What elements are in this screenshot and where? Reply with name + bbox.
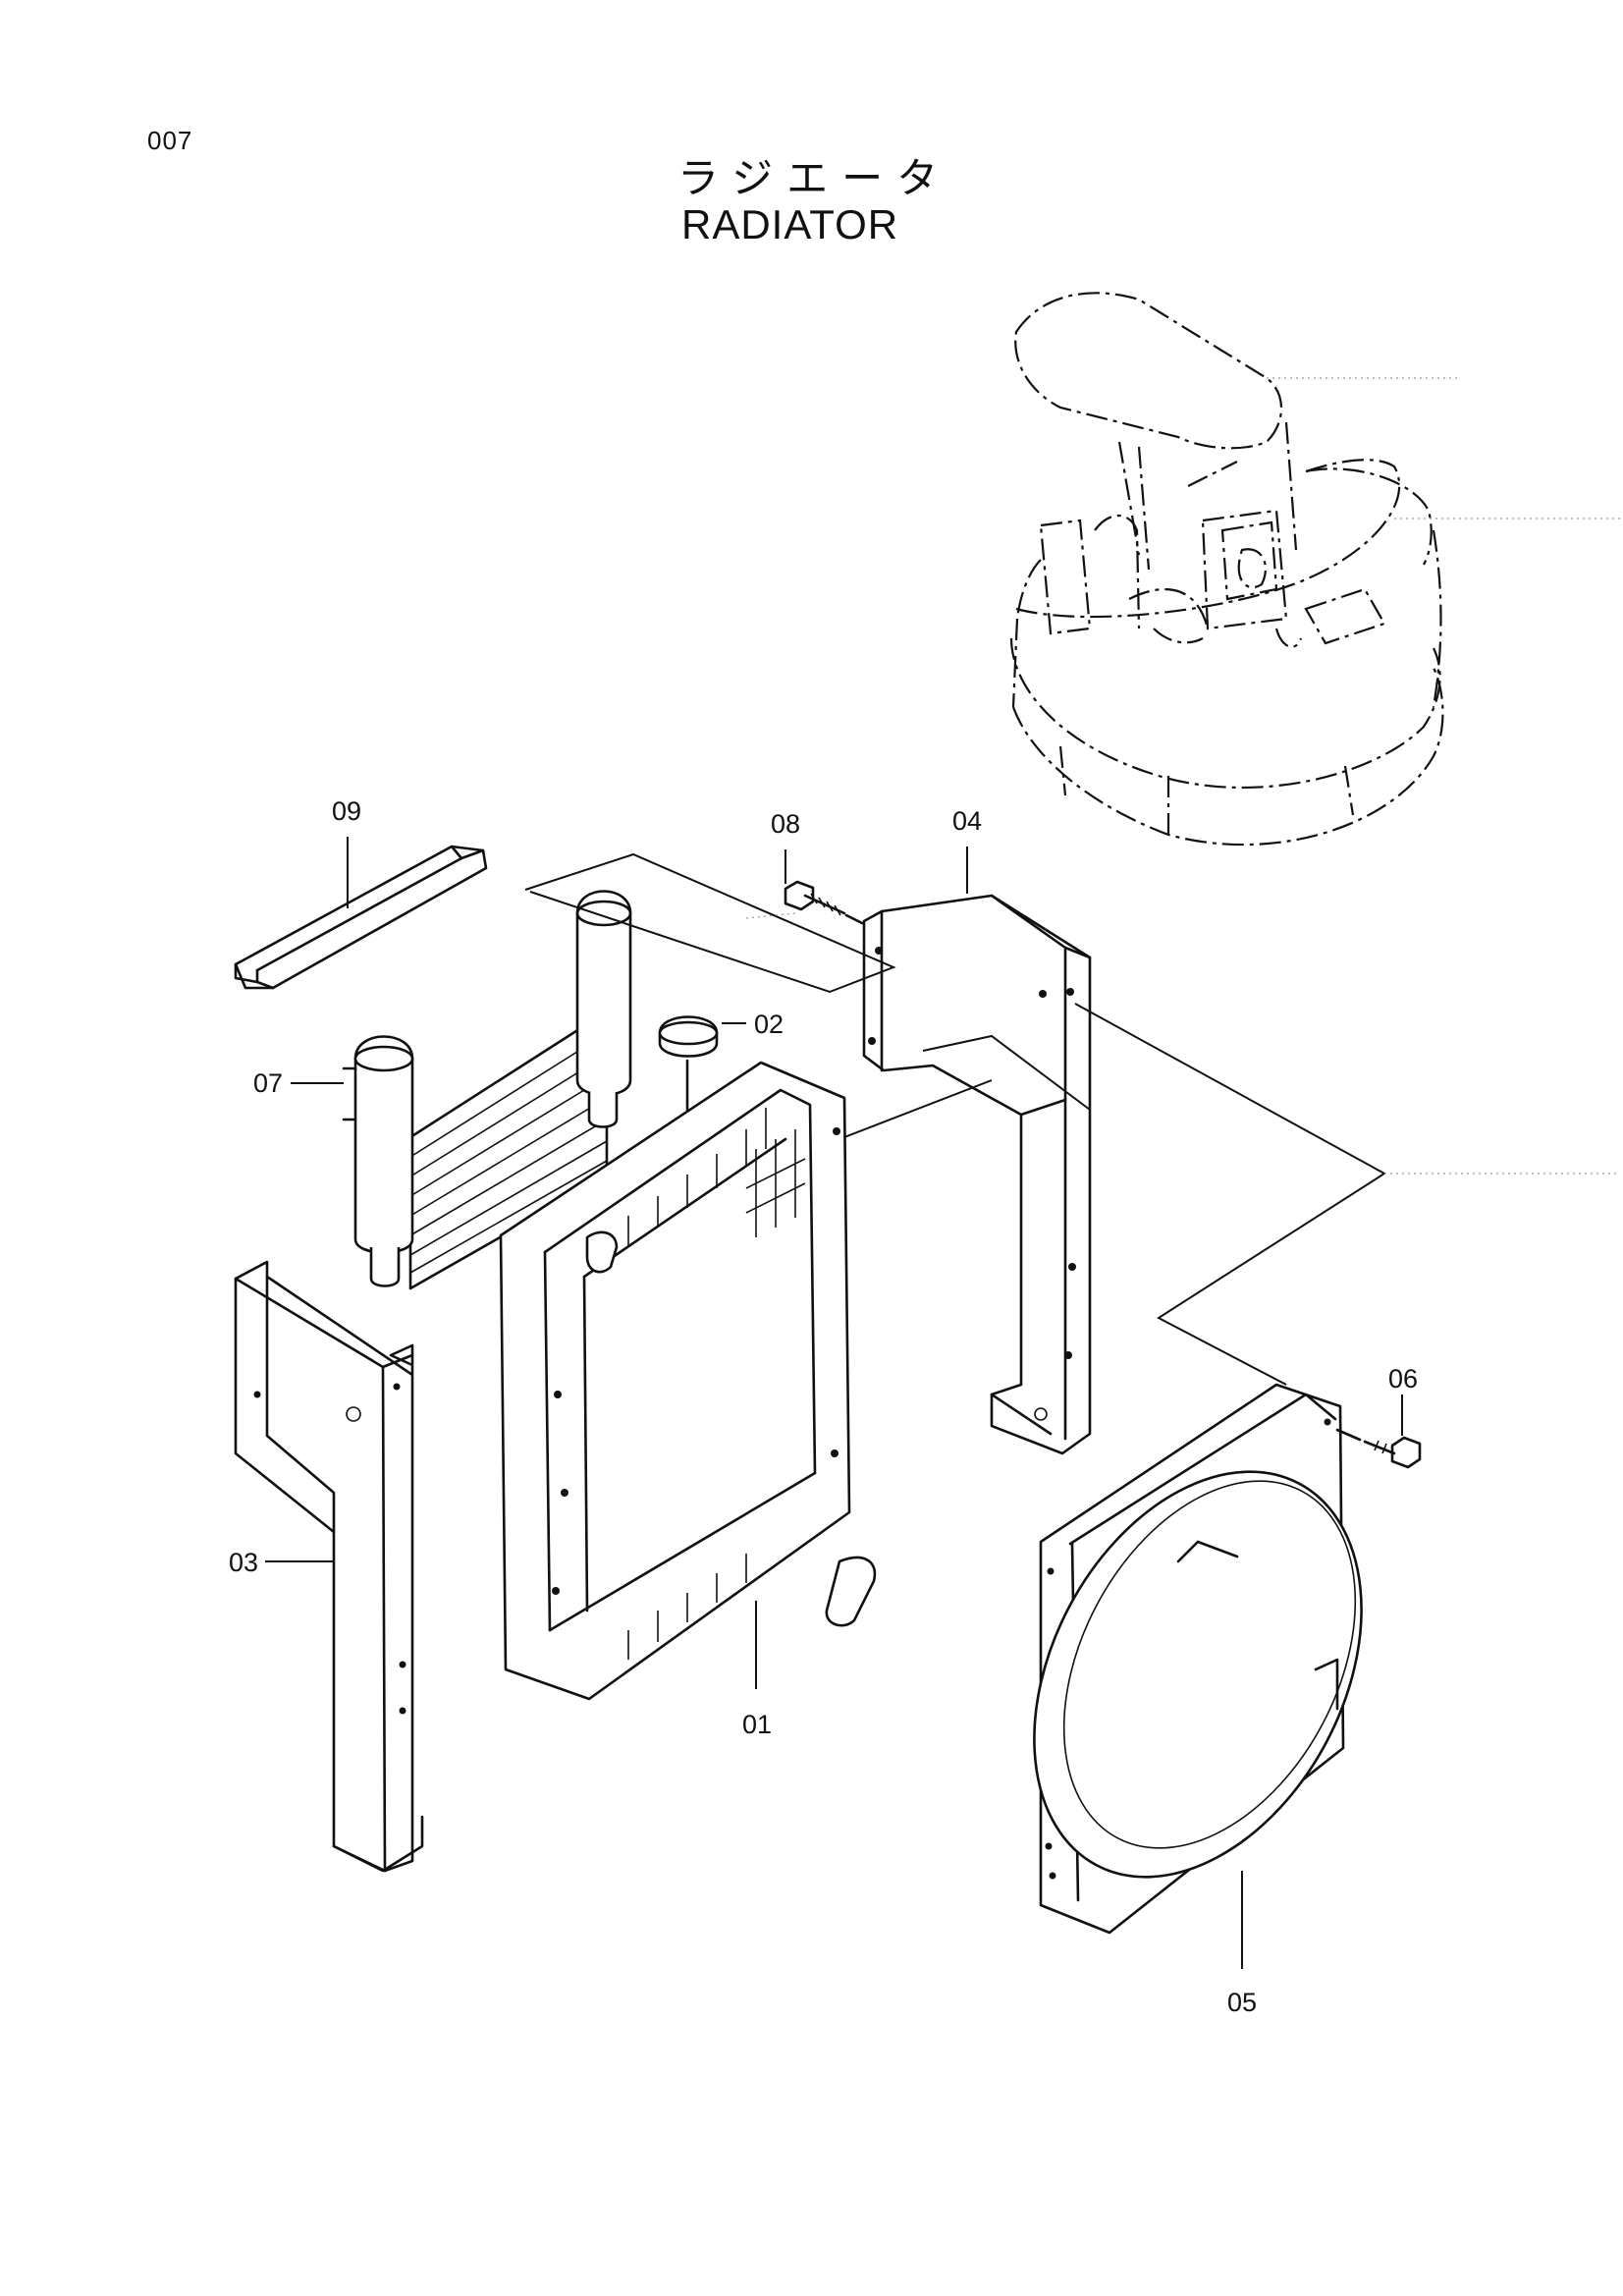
part-03-left-bracket [234,1260,424,1873]
callout-03: 03 [229,1548,258,1577]
callout-01: 01 [742,1710,772,1739]
callout-leaders [265,837,1403,1969]
part-07-oil-cooler [342,890,632,1290]
callout-04: 04 [952,806,982,836]
part-01-radiator [499,1061,877,1701]
part-08-bolt [784,880,864,925]
machine-overview-illustration [1009,292,1620,847]
callout-06: 06 [1388,1364,1418,1394]
part-02-radiator-cap [658,1015,719,1131]
callout-09: 09 [332,796,361,826]
callout-05: 05 [1227,1988,1257,2017]
callout-08: 08 [771,809,800,839]
part-05-fan-shroud [1033,1383,1363,1935]
callout-02: 02 [754,1010,784,1039]
assembly-reference-lines [524,852,1620,1386]
part-09-seal-strip [234,845,488,990]
callout-07: 07 [253,1068,283,1098]
title-english: RADIATOR [681,201,899,247]
part-06-bolt [1335,1428,1422,1469]
title-japanese: ラジエータ [677,154,952,202]
part-04-right-bracket [862,894,1092,1455]
page-number: 007 [147,126,193,155]
